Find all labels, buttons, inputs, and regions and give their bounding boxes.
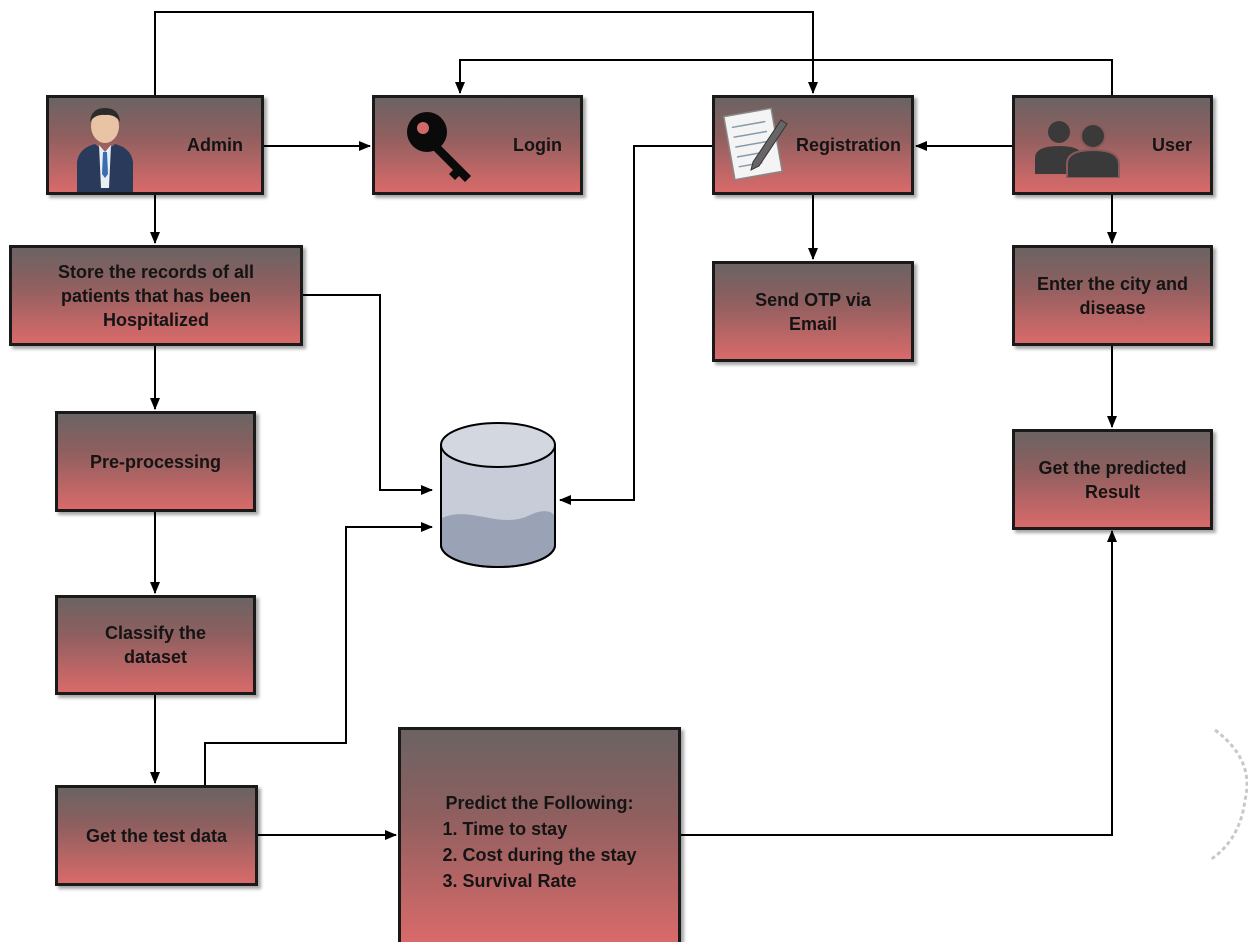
users-group-icon (1035, 121, 1120, 178)
enter-city-box: Enter the city and disease (1012, 245, 1213, 346)
key-icon (407, 112, 471, 182)
registration-box: Registration (712, 95, 914, 195)
test-data-box: Get the test data (55, 785, 258, 886)
arrow-user-to-login (455, 59, 1113, 95)
database-cylinder-icon (440, 422, 556, 568)
stamp-mark (1209, 728, 1248, 862)
classify-box: Classify the dataset (55, 595, 256, 695)
send-otp-label: Send OTP via Email (755, 289, 871, 334)
store-records-label: Store the records of all patients that h… (57, 261, 255, 330)
admin-box: Admin (46, 95, 264, 195)
send-otp-box: Send OTP via Email (712, 261, 914, 362)
login-box: Login (372, 95, 583, 195)
preprocessing-box: Pre-processing (55, 411, 256, 512)
predict-title: Predict the Following: (445, 793, 634, 813)
arrow-registration-database (559, 145, 712, 505)
registration-label: Registration (795, 135, 901, 155)
arrow-store-database (303, 294, 433, 495)
predicted-result-box: Get the predicted Result (1012, 429, 1213, 530)
arrow-predict-result (681, 530, 1117, 836)
classify-label: Classify the dataset (104, 623, 207, 667)
login-label: Login (513, 135, 562, 155)
admin-label: Admin (187, 135, 243, 155)
enter-city-label: Enter the city and disease (1036, 273, 1189, 318)
predict-item-3: 3. Survival Rate (442, 871, 577, 891)
arrow-testdata-database (204, 522, 433, 785)
predict-item-1: 1. Time to stay (442, 819, 568, 839)
preprocessing-label: Pre-processing (89, 451, 222, 472)
arrow-admin-to-registration (154, 11, 818, 95)
admin-person-icon (77, 108, 133, 192)
form-pen-icon (723, 107, 788, 181)
predict-text: Predict the Following: 1. Time to stay 2… (442, 790, 636, 894)
store-records-box: Store the records of all patients that h… (9, 245, 303, 346)
predict-box: Predict the Following: 1. Time to stay 2… (398, 727, 681, 942)
predict-item-2: 2. Cost during the stay (442, 845, 637, 865)
predicted-result-label: Get the predicted Result (1038, 457, 1187, 502)
user-box: User (1012, 95, 1213, 195)
user-label: User (1151, 135, 1192, 155)
test-data-label: Get the test data (85, 825, 228, 846)
